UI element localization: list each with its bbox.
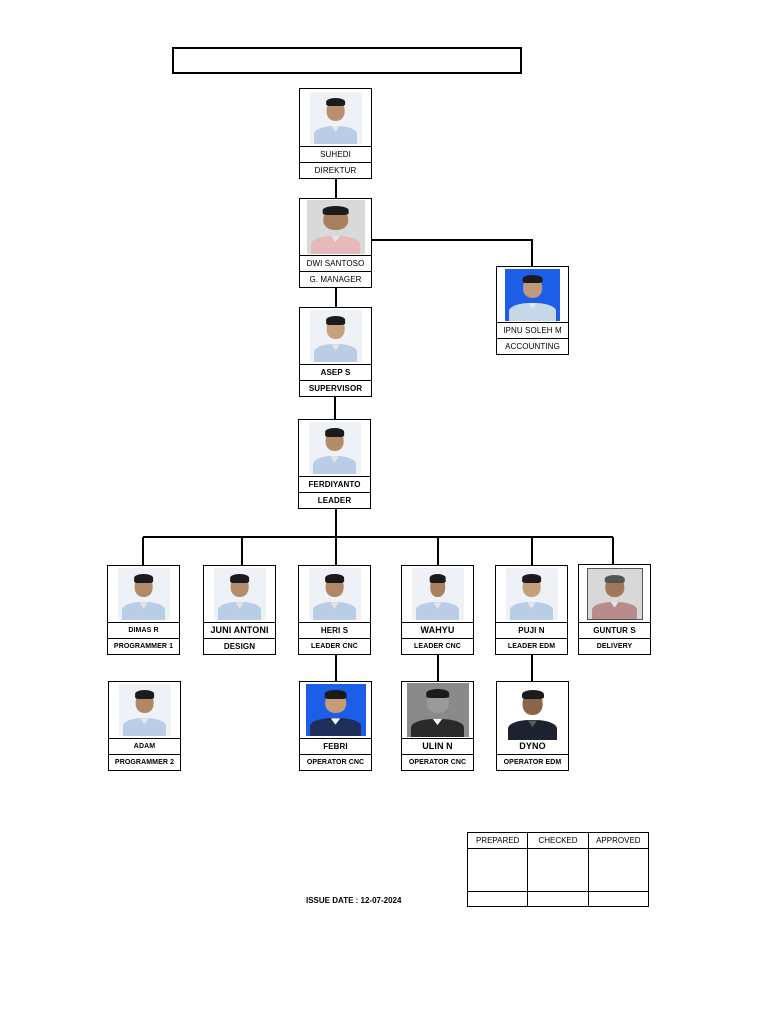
photo-febri xyxy=(305,684,366,736)
photo-heri xyxy=(308,568,361,620)
role-puji: LEADER EDM xyxy=(496,638,567,654)
role-suhedi: DIREKTUR xyxy=(300,162,371,178)
photo-suhedi xyxy=(309,91,362,144)
name-heri: HERI S xyxy=(299,622,370,638)
role-ulin: OPERATOR CNC xyxy=(402,754,473,770)
photo-ulin xyxy=(406,683,469,737)
photo-ferdiyanto xyxy=(308,422,361,474)
card-asep: ASEP S SUPERVISOR xyxy=(299,307,372,397)
name-febri: FEBRI xyxy=(300,738,371,754)
name-ferdiyanto: FERDIYANTO xyxy=(299,476,370,492)
photo-wahyu xyxy=(411,568,464,620)
approval-approved-signature xyxy=(587,848,650,892)
role-wahyu: LEADER CNC xyxy=(402,638,473,654)
role-adam: PROGRAMMER 2 xyxy=(109,754,180,770)
role-ferdiyanto: LEADER xyxy=(299,492,370,508)
approval-approved-name xyxy=(587,891,650,907)
approval-checked-label: CHECKED xyxy=(527,832,589,849)
name-guntur: GUNTUR S xyxy=(579,622,650,638)
approval-approved-label: APPROVED xyxy=(587,832,650,849)
name-dwi-santoso: DWI SANTOSO xyxy=(300,255,371,271)
photo-puji xyxy=(505,568,558,620)
role-asep: SUPERVISOR xyxy=(300,380,371,396)
role-dwi-santoso: G. MANAGER xyxy=(300,271,371,287)
card-adam: ADAM PROGRAMMER 2 xyxy=(108,681,181,771)
name-puji: PUJI N xyxy=(496,622,567,638)
card-ulin: ULIN N OPERATOR CNC xyxy=(401,681,474,771)
photo-asep xyxy=(309,310,362,362)
name-dyno: DYNO xyxy=(519,741,546,751)
name-asep: ASEP S xyxy=(300,364,371,380)
card-dyno: DYNO OPERATOR EDM xyxy=(496,681,569,771)
photo-adam xyxy=(118,684,171,736)
card-juni-antoni: JUNI ANTONI DESIGN xyxy=(203,565,276,655)
issue-date: ISSUE DATE : 12-07-2024 xyxy=(306,896,402,905)
connector-dwi-ipnu xyxy=(372,239,533,266)
approval-prepared-name xyxy=(466,891,529,907)
name-ulin: ULIN N xyxy=(402,738,473,754)
name-adam: ADAM xyxy=(109,738,180,754)
card-ipnu-soleh: IPNU SOLEH M ACCOUNTING xyxy=(496,266,569,355)
role-guntur: DELIVERY xyxy=(579,638,650,654)
name-juni-antoni: JUNI ANTONI xyxy=(204,622,275,638)
role-febri: OPERATOR CNC xyxy=(300,754,371,770)
photo-dyno xyxy=(503,683,562,740)
card-heri: HERI S LEADER CNC xyxy=(298,565,371,655)
approval-checked-name xyxy=(527,891,589,907)
role-heri: LEADER CNC xyxy=(299,638,370,654)
role-ipnu-soleh: ACCOUNTING xyxy=(497,338,568,354)
photo-guntur xyxy=(586,567,643,620)
photo-ipnu-soleh xyxy=(505,268,560,321)
role-dimas: PROGRAMMER 1 xyxy=(108,638,179,654)
card-dwi-santoso: DWI SANTOSO G. MANAGER xyxy=(299,198,372,288)
card-ferdiyanto: FERDIYANTO LEADER xyxy=(298,419,371,509)
role-dyno: OPERATOR EDM xyxy=(497,754,568,770)
role-juni-antoni: DESIGN xyxy=(204,638,275,654)
card-febri: FEBRI OPERATOR CNC xyxy=(299,681,372,771)
card-dimas: DIMAS R PROGRAMMER 1 xyxy=(107,565,180,655)
card-wahyu: WAHYU LEADER CNC xyxy=(401,565,474,655)
name-suhedi: SUHEDI xyxy=(300,146,371,162)
chart-title-box xyxy=(172,47,522,74)
name-wahyu: WAHYU xyxy=(402,622,473,638)
approval-table: PREPARED CHECKED APPROVED xyxy=(466,832,650,907)
card-suhedi: SUHEDI DIREKTUR xyxy=(299,88,372,179)
photo-dwi-santoso xyxy=(306,200,365,254)
name-dimas: DIMAS R xyxy=(108,622,179,638)
photo-juni-antoni xyxy=(213,568,266,620)
approval-checked-signature xyxy=(527,848,589,892)
card-puji: PUJI N LEADER EDM xyxy=(495,565,568,655)
approval-prepared-label: PREPARED xyxy=(466,832,529,849)
photo-dimas xyxy=(117,568,170,620)
card-guntur: GUNTUR S DELIVERY xyxy=(578,564,651,655)
name-ipnu-soleh: IPNU SOLEH M xyxy=(497,322,568,338)
approval-prepared-signature xyxy=(466,848,529,892)
